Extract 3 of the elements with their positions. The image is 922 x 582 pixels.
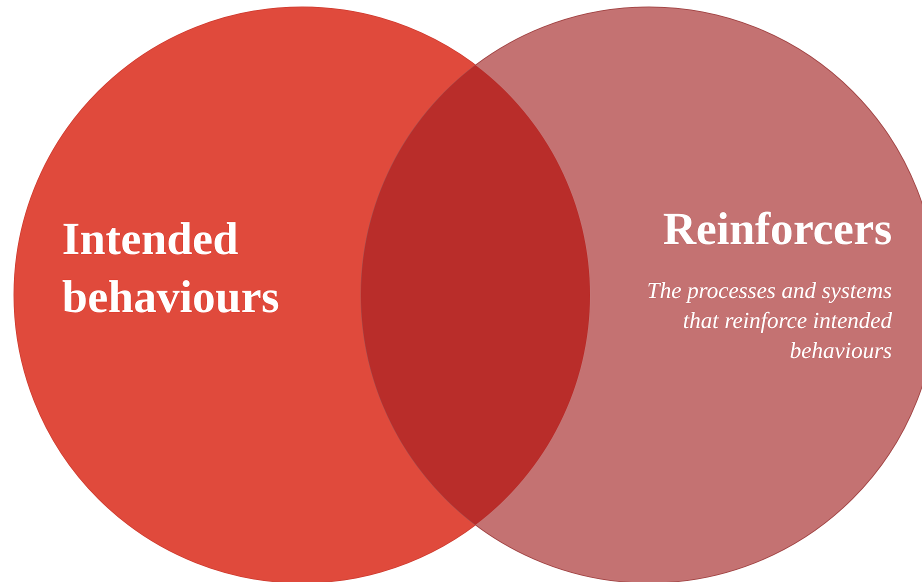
circle-title: Intended behaviours xyxy=(62,212,280,324)
circle-description: The processes and systems that reinforce intended behaviours xyxy=(646,277,892,366)
circle-title: Reinforcers xyxy=(662,202,892,256)
